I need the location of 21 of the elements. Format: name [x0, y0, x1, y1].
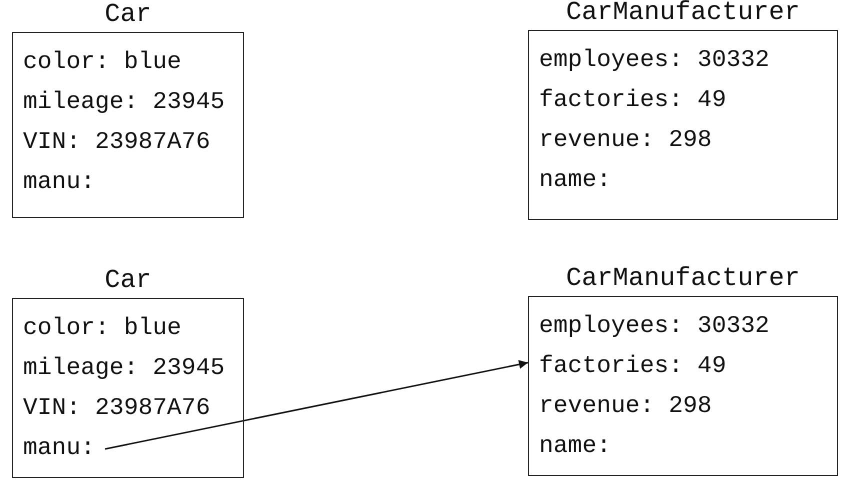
field-text: employees: 30332 [539, 312, 770, 342]
class-name: CarManufacturer [564, 263, 802, 293]
field-text: name: [539, 166, 612, 196]
field-text: VIN: 23987A76 [23, 128, 210, 158]
class-name: Car [104, 0, 152, 29]
field-text: employees: 30332 [539, 46, 770, 76]
field-text: revenue: 298 [539, 126, 712, 156]
field-text: mileage: 23945 [23, 354, 225, 384]
field-text: VIN: 23987A76 [23, 394, 210, 424]
field-text: factories: 49 [539, 352, 726, 382]
class-name: Car [104, 265, 152, 295]
field-text: color: blue [23, 314, 182, 344]
field-text: revenue: 298 [539, 392, 712, 422]
class-name: CarManufacturer [564, 0, 802, 27]
field-text: name: [539, 432, 612, 462]
reference-arrow [104, 360, 528, 450]
field-text: manu: [23, 434, 96, 464]
field-text: factories: 49 [539, 86, 726, 116]
field-text: manu: [23, 168, 96, 198]
field-text: mileage: 23945 [23, 88, 225, 118]
field-text: color: blue [23, 48, 182, 78]
